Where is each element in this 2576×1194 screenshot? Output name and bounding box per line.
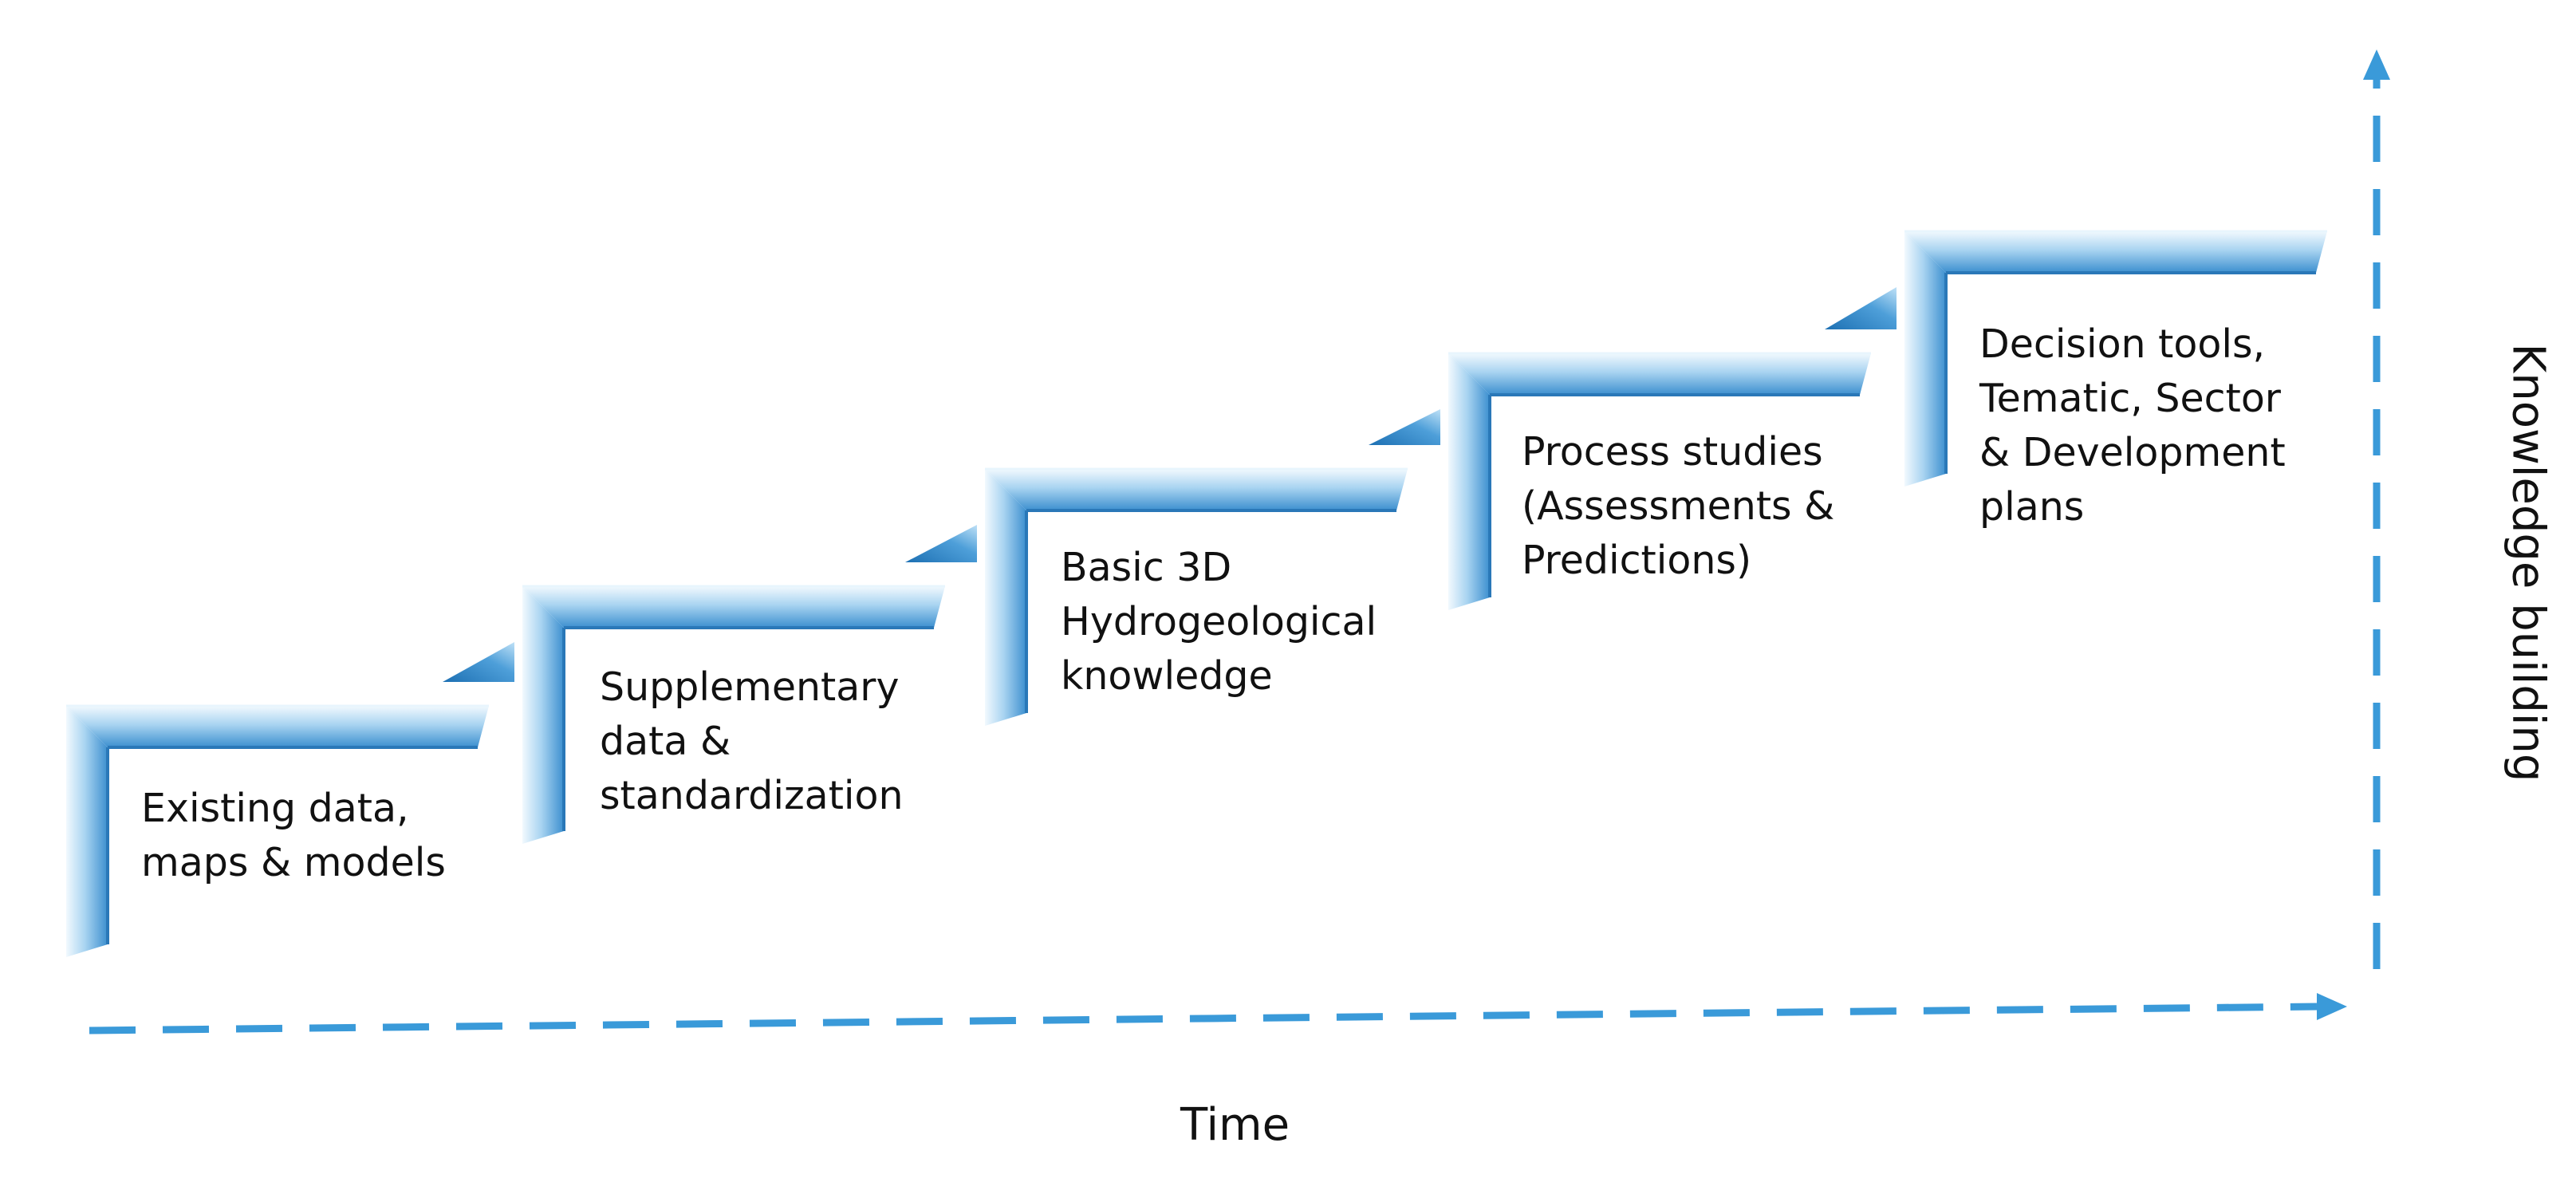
step-2-connector-wedge [905, 525, 977, 562]
step-2-line-3: standardization [600, 773, 904, 818]
step-3-connector-wedge [1369, 409, 1440, 445]
step-5-top-bar [1904, 231, 2327, 273]
step-1-connector-wedge [443, 642, 514, 682]
knowledge-axis-label-wrap: Knowledge building [2496, 307, 2560, 818]
step-1-line-1: Existing data, [141, 786, 409, 831]
step-1-text: Existing data, maps & models [141, 782, 446, 890]
step-1-left-bar [66, 706, 108, 957]
step-5-line-3: & Development [1979, 430, 2286, 475]
step-5-line-4: plans [1979, 484, 2085, 530]
step-4-text: Process studies (Assessments & Predictio… [1522, 425, 1834, 588]
step-3-line-2: Hydrogeological [1061, 599, 1377, 644]
step-3-line-3: knowledge [1061, 653, 1273, 699]
step-3-left-bar [985, 469, 1026, 726]
step-2-top-bar [522, 586, 945, 628]
step-1-line-2: maps & models [141, 840, 446, 885]
step-4-line-2: (Assessments & [1522, 483, 1835, 529]
step-3-text: Basic 3D Hydrogeological knowledge [1061, 541, 1377, 703]
step-4-line-3: Predictions) [1522, 538, 1752, 583]
step-5-line-2: Tematic, Sector [1979, 376, 2281, 421]
step-2-text: Supplementary data & standardization [600, 660, 904, 823]
time-axis-arrow [89, 1003, 2318, 1034]
step-2-line-2: data & [600, 719, 731, 764]
step-2-line-1: Supplementary [600, 664, 900, 710]
knowledge-axis-label: Knowledge building [2502, 343, 2554, 782]
step-5-left-bar [1904, 231, 1946, 487]
time-axis-arrowhead [2317, 993, 2347, 1020]
step-2-left-bar [522, 586, 564, 844]
step-4-line-1: Process studies [1522, 429, 1823, 475]
step-4-top-bar [1448, 353, 1871, 395]
step-4-connector-wedge [1825, 287, 1897, 329]
axes-layer [89, 49, 2390, 1034]
time-axis-label: Time [1180, 1099, 1290, 1151]
step-3-top-bar [985, 469, 1408, 510]
step-5-line-1: Decision tools, [1979, 321, 2266, 367]
step-4-left-bar [1448, 353, 1490, 610]
step-1-top-bar [66, 706, 489, 747]
step-5-text: Decision tools, Tematic, Sector & Develo… [1979, 317, 2286, 534]
step-3-line-1: Basic 3D [1061, 545, 1232, 590]
knowledge-axis-arrowhead [2363, 49, 2390, 80]
steps-layer [66, 230, 2327, 957]
